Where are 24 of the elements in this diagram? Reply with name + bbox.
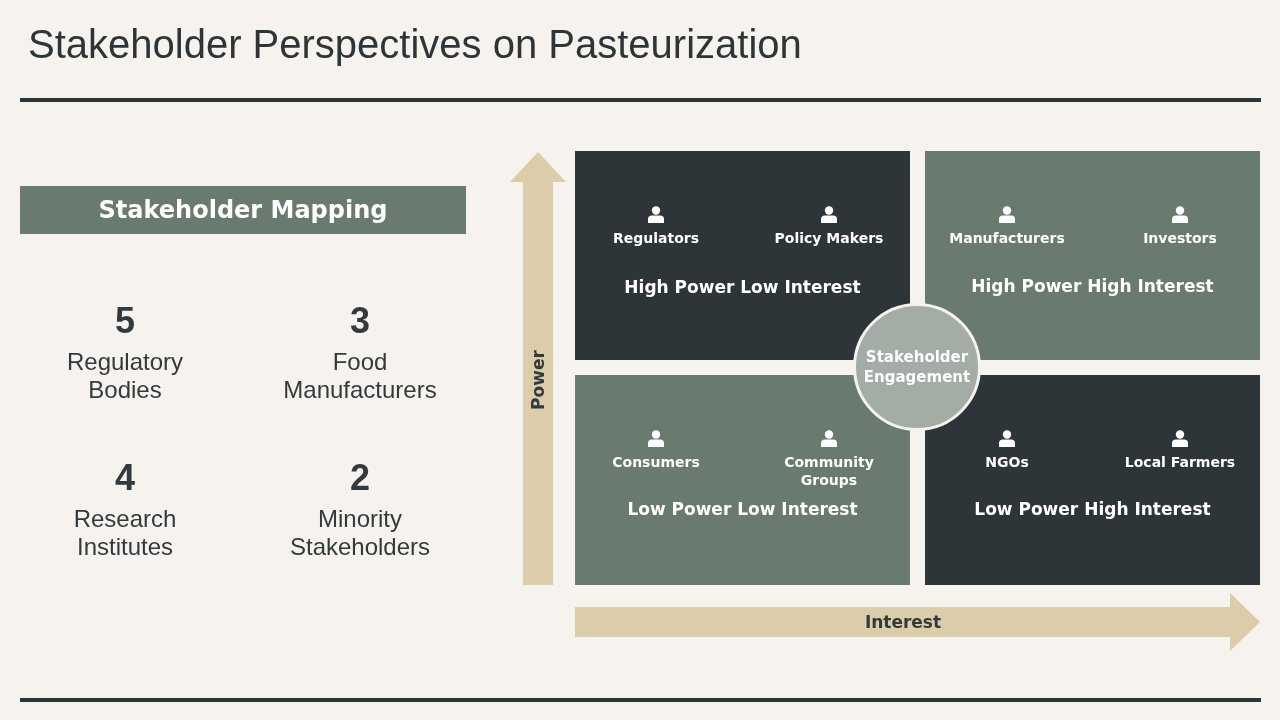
stakeholder-name: Consumers bbox=[612, 453, 700, 471]
stat-number: 4 bbox=[114, 457, 136, 499]
stakeholder-name: Community Groups bbox=[783, 453, 875, 489]
stakeholder-name: Policy Makers bbox=[774, 229, 884, 247]
stakeholder-name: Manufacturers bbox=[949, 229, 1065, 247]
quadrant-title: High Power Low Interest bbox=[623, 277, 862, 297]
stat-label: Research Institutes bbox=[72, 505, 178, 561]
quadrant-title: Low Power High Interest bbox=[973, 499, 1212, 519]
stat-label: Minority Stakeholders bbox=[288, 505, 432, 561]
stat-label: Food Manufacturers bbox=[282, 348, 438, 404]
quadrant-title: High Power High Interest bbox=[970, 276, 1215, 296]
stakeholder-name: Local Farmers bbox=[1124, 453, 1236, 471]
stat-label: Regulatory Bodies bbox=[65, 348, 185, 404]
stakeholder-name: Investors bbox=[1143, 229, 1217, 247]
page-title: Stakeholder Perspectives on Pasteurization bbox=[28, 22, 802, 67]
quadrant-title: Low Power Low Interest bbox=[626, 499, 859, 519]
stat-number: 3 bbox=[349, 300, 371, 342]
stakeholder-name: NGOs bbox=[985, 453, 1029, 471]
stat-number: 5 bbox=[114, 300, 136, 342]
section-header: Stakeholder Mapping bbox=[20, 186, 466, 234]
axis-label: Interest bbox=[864, 612, 942, 632]
stat-number: 2 bbox=[349, 457, 371, 499]
axis-label: Power bbox=[528, 350, 548, 410]
stakeholder-name: Regulators bbox=[612, 229, 700, 247]
